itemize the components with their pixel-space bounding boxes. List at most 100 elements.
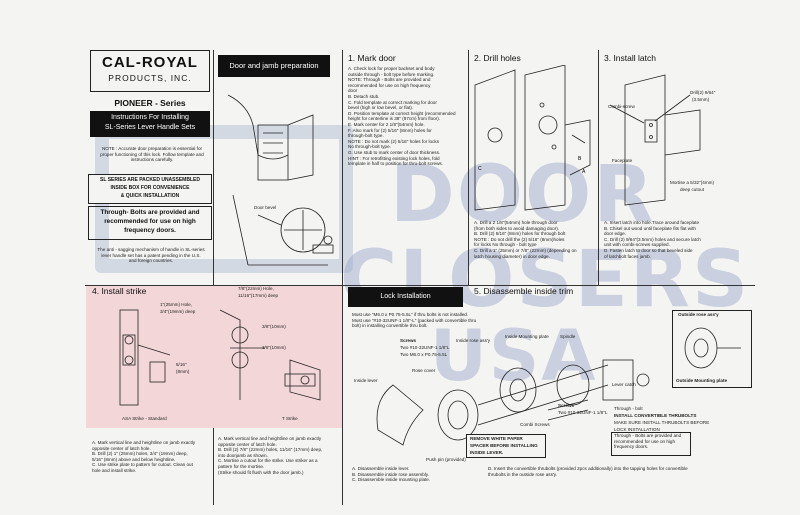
combi-screws-label: Combi Screws xyxy=(520,422,550,427)
mark-step: B. Detach stub. xyxy=(348,93,380,99)
latch-step: C. Drill (2) 9/64"(3.5mm) holes and secu… xyxy=(604,236,701,242)
hole-2-label: 7/8"(22mm) Hole, xyxy=(238,286,274,291)
latch-step: of latchbolt faces jamb. xyxy=(604,253,651,259)
watermark-usa: USA xyxy=(430,315,598,397)
strike-step: opposite center of latch hole. xyxy=(218,441,277,447)
packed-line-2: INSIDE BOX FOR CONVENIENCE xyxy=(110,185,190,191)
lock-notes: Must use "M6.0 x P0.75-5.5L" if thru bol… xyxy=(352,312,502,329)
mark-step: NOTE : Do not mark (2) 5/16" holes for l… xyxy=(348,138,439,144)
screws-b2-label: Two #10-32UNF-1 1/8"L xyxy=(558,410,608,415)
strike-step: hole and install strike. xyxy=(92,467,137,473)
strike-steps-left: A. Mark vertical line and heightline on … xyxy=(92,440,217,474)
mark-step: door xyxy=(348,88,358,94)
brand-box xyxy=(90,50,210,92)
disassemble-step: C. Disassemble inside mounting plate. xyxy=(352,477,431,483)
packed-box xyxy=(88,174,212,204)
dim-10mm-label-2: 3/8"(10mm) xyxy=(262,345,286,350)
outside-rose-illustration xyxy=(684,327,741,369)
drill-size-label-2: (3.5mm) xyxy=(692,97,710,102)
strike-steps-right: A. Mark vertical line and heightline on … xyxy=(218,436,340,475)
drill-step: for locks No through - bolt type xyxy=(474,242,537,248)
brand-name: CAL-ROYAL xyxy=(102,54,198,71)
remove-spacer-1: REMOVE WHITE PAPER xyxy=(470,436,523,441)
intro-note: NOTE : Accurate door preparation is esse… xyxy=(100,146,204,163)
strike-step: C. Use strike plate to pattern for cutou… xyxy=(92,462,193,468)
strike-step: 5/16" (8mm) above and below heightline. xyxy=(92,456,176,462)
outside-plate-label: Outside Mounting plate xyxy=(676,378,728,383)
latch-step: door edge. xyxy=(604,231,626,237)
thru-line-1: Through- Bolts are provided and xyxy=(100,209,200,216)
svg-text:B: B xyxy=(578,156,582,162)
dim-8mm-b-label: (8mm) xyxy=(176,369,190,374)
instructions-title-1: Instructions For Installing xyxy=(111,114,189,121)
strike-step: into doorjamb as shown. xyxy=(218,452,268,458)
svg-text:C: C xyxy=(478,166,482,172)
svg-text:A: A xyxy=(582,169,586,175)
latch-step: B. Chisel out wood until faceplate fits … xyxy=(604,225,696,231)
drill-holes-illustration: C A B xyxy=(474,65,591,211)
mark-step: A. Check lock for proper backset and bod… xyxy=(348,66,435,71)
mark-step: template in half to position for thru-bo… xyxy=(348,161,443,167)
mark-step: HINT : For retrofitting existing lock ho… xyxy=(348,155,440,161)
disassemble-steps: A. Disassemble inside lever. B. Disassem… xyxy=(352,466,482,483)
asa-strike-label: ASA Strike - Standard xyxy=(122,416,167,421)
disassemble-header: 5. Disassemble inside trim xyxy=(474,286,574,296)
install-latch-header: 3. Install latch xyxy=(604,53,656,63)
latch-step: D. Fasten latch to door so that beveled … xyxy=(604,247,693,253)
hole-1-label: 1"(25mm) Hole, xyxy=(160,302,193,307)
mortise-label-2: deep cutout xyxy=(680,187,705,192)
instructions-banner xyxy=(90,111,210,137)
strike-step: B. Drill (2) 1" (25mm) holes, 3/4" (19mm… xyxy=(92,451,188,457)
disassemble-step: A. Disassemble inside lever. xyxy=(352,466,410,471)
thru-bolts-box xyxy=(611,432,691,456)
inside-lever-label: Inside lever xyxy=(354,378,378,383)
dim-10mm-label: 3/8"(10mm) xyxy=(262,324,286,329)
strike-step: opposite center of latch hole. xyxy=(92,445,151,451)
mark-step: bevel (high or low bevel, or flat). xyxy=(348,105,414,111)
install-strike-header: 4. Install strike xyxy=(92,286,147,296)
mark-step: recommended for use on high frequency xyxy=(348,82,431,88)
strike-step: (Strike should fit flush with the door j… xyxy=(218,469,304,475)
push-pin-label: Push pin (provided) xyxy=(426,457,466,462)
mark-step: through-bolt type. xyxy=(348,133,384,139)
divider-v2 xyxy=(342,50,343,505)
screws-b-label: Screws xyxy=(558,403,575,408)
lock-note: bolt) in installing convertible thru bol… xyxy=(352,323,428,329)
door-bevel-label: Door bevel xyxy=(254,205,277,210)
remove-spacer-3: INSIDE LEVER. xyxy=(470,450,504,455)
divider-v3 xyxy=(468,50,469,285)
thru-box xyxy=(88,206,212,240)
lock-exploded-illustration xyxy=(376,359,650,446)
divider-h1 xyxy=(85,285,755,286)
lock-note: Must use "#10-32UNF-1 1/8"-L" (packed wi… xyxy=(352,317,477,323)
install-conv-label-3: LOCK INSTALLATION xyxy=(614,427,660,432)
brand-sub: PRODUCTS, INC. xyxy=(108,73,192,83)
thrubolt-step: D. Insert the convertible thrubolts (pro… xyxy=(488,466,688,477)
thru-bolts-text: Through - Bolts are provided and recomme… xyxy=(614,433,682,450)
hole-2b-label: 11/16"(17mm) deep xyxy=(238,293,279,298)
combi-screw-label: Combi-screw xyxy=(608,104,635,109)
t-strike-label: T Strike xyxy=(282,416,298,421)
mark-step: No through-bolt type. xyxy=(348,144,391,150)
mark-step: G. Use stub to mark center of door thick… xyxy=(348,149,441,155)
mortise-label: Mortise a 5/32"(4mm) xyxy=(670,180,715,185)
strike-step: pattern for the mortise. xyxy=(218,463,265,469)
mark-door-header: 1. Mark door xyxy=(348,53,396,63)
divider-v4 xyxy=(598,50,599,285)
outside-rose-box xyxy=(672,310,752,388)
strike-step: A. Mark vertical line and heightline on … xyxy=(218,436,322,441)
strike-step: C. Mortise a cutout for the strike. Use … xyxy=(218,458,318,464)
instructions-title-2: SL-Series Lever Handle Sets xyxy=(104,124,196,131)
drill-step: (from both sides to avoid damaging door)… xyxy=(474,225,560,231)
thru-line-3: frequency doors. xyxy=(124,227,176,234)
series-title: PIONEER - Series xyxy=(114,98,186,108)
dim-8mm-label: 5/16" xyxy=(176,362,187,367)
drill-step: NOTE : Do not drill the (2) 5/16" (8mm)h… xyxy=(474,236,565,242)
mark-step: E. Mark center for 2 1/8"(54mm) hole. xyxy=(348,121,425,127)
outside-rose-label: Outside rose ass'y xyxy=(678,312,719,317)
drill-holes-header: 2. Drill holes xyxy=(474,53,521,63)
install-latch-illustration xyxy=(609,74,701,206)
remove-spacer-2: SPACER BEFORE INSTALLING xyxy=(470,443,538,448)
lock-installation-header: Lock Installation xyxy=(348,287,463,307)
watermark-door: DOOR xyxy=(390,150,656,240)
